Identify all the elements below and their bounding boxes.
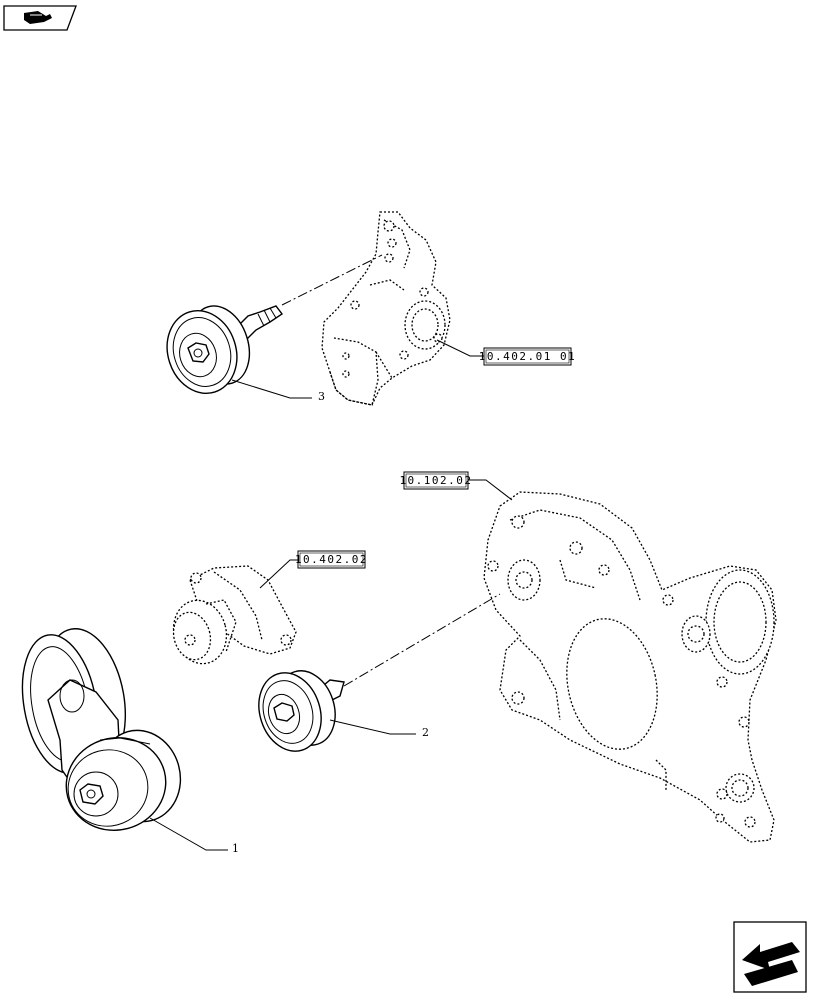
reference-label-2: 10.102.02 — [399, 474, 472, 487]
book-hand-icon[interactable] — [3, 5, 77, 31]
idler-pulley-3[interactable] — [157, 298, 284, 402]
callout-label-3: 3 — [318, 390, 325, 403]
reference-label-3: 10.402.02 — [295, 553, 368, 566]
arrow-back-icon[interactable] — [733, 921, 807, 993]
reference-box-10-102-02[interactable]: 10.102.02 — [399, 471, 513, 501]
center-line-lower — [343, 593, 501, 687]
callout-label-1: 1 — [232, 842, 239, 855]
belt-tensioner-1[interactable] — [12, 622, 190, 841]
center-line-upper — [281, 254, 383, 306]
callout-3: 3 — [231, 379, 325, 403]
callout-2: 2 — [329, 719, 429, 739]
callout-1: 1 — [149, 817, 239, 855]
callout-label-2: 2 — [422, 726, 429, 739]
tensioner-bracket — [172, 565, 297, 665]
mounting-bracket — [321, 211, 451, 406]
reference-label-1: 10.402.01 01 — [479, 350, 576, 363]
timing-cover — [483, 491, 777, 843]
reference-box-10-402-02[interactable]: 10.402.02 — [259, 550, 368, 589]
reference-box-10-402-01-01[interactable]: 10.402.01 01 — [436, 339, 576, 366]
idler-pulley-2[interactable] — [249, 663, 345, 759]
